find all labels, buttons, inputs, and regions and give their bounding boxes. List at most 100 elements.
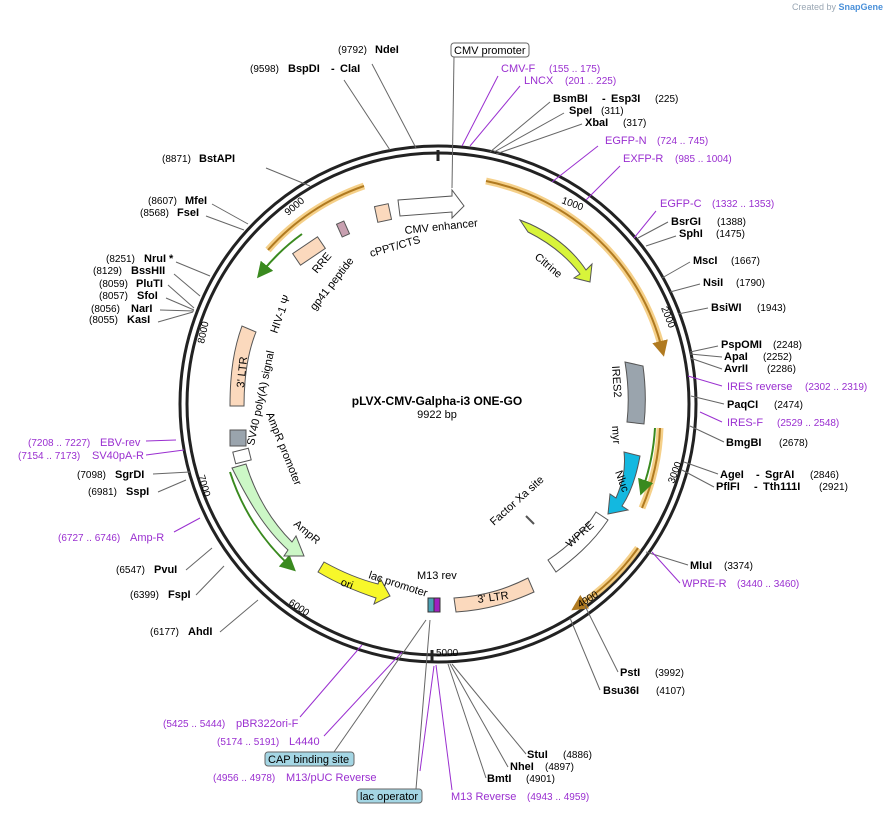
- enzyme-sep-dash: -: [602, 93, 606, 105]
- enzyme-name-clai: ClaI: [340, 63, 360, 75]
- label-ires2: IRES2: [609, 365, 623, 398]
- primer-pos-cmv-f: (155 .. 175): [549, 64, 600, 75]
- primer-name-ires-reverse: IRES reverse: [727, 381, 792, 393]
- enzyme-name-fsei: FseI: [177, 207, 199, 219]
- primer-name-cmv-f: CMV-F: [501, 63, 536, 75]
- callout-cmv-promoter: CMV promoter: [450, 42, 530, 189]
- enzyme-name-apai: ApaI: [724, 351, 748, 363]
- enzyme-name-nrui: NruI *: [144, 253, 174, 265]
- feature-citrine: [518, 218, 593, 283]
- primer-pos-m13-puc: (4956 .. 4978): [213, 773, 275, 784]
- enzyme-name-nhei: NheI: [510, 761, 534, 773]
- enzyme-name-pflfi: PflFI: [716, 481, 740, 493]
- enzyme-pos-bstapi: (8871): [162, 154, 191, 165]
- ring-tick: 8000: [196, 320, 211, 344]
- credit-prefix: Created by: [791, 2, 836, 12]
- enzyme-pos-mlui: (3374): [724, 561, 753, 572]
- enzyme-pos-ahdi: (6177): [150, 627, 179, 638]
- enzyme-name-bsshii: BssHII: [131, 265, 165, 277]
- label-3ltr-left: 3' LTR: [235, 356, 250, 388]
- enzyme-pos-kasi: (8055): [89, 315, 118, 326]
- enzymes-left: (9792) NdeI (9598) BspDI - ClaI (8871) B…: [77, 44, 399, 638]
- enzyme-name-psti: PstI: [620, 667, 640, 679]
- enzyme-name-pspomi: PspOMI: [721, 339, 762, 351]
- enzyme-pos-sphi: (1475): [716, 229, 745, 240]
- callout-cap-site: CAP binding site: [264, 619, 427, 767]
- enzyme-pos-xbai: (317): [623, 118, 646, 129]
- orf-arc-gag-line: [267, 185, 365, 251]
- feature-3ltr-left: [229, 325, 257, 407]
- enzyme-pos-pluti: (8059): [99, 279, 128, 290]
- enzyme-pos-bsiwi: (1943): [757, 303, 786, 314]
- enzyme-pos-pflfi: (2921): [819, 482, 848, 493]
- primer-name-ires-f: IRES-F: [727, 417, 763, 429]
- primer-name-wpre-r: WPRE-R: [682, 578, 727, 590]
- enzyme-sep-dash: -: [756, 469, 760, 481]
- enzyme-pos-pspomi: (2248): [773, 340, 802, 351]
- plasmid-name: pLVX-CMV-Galpha-i3 ONE-GO: [352, 394, 522, 408]
- enzyme-name-bsmbi: BsmBI: [553, 93, 588, 105]
- enzyme-pos-bspdi: (9598): [250, 64, 279, 75]
- ring-tick: 5000: [436, 648, 459, 659]
- enzyme-pos-bsu36i: (4107): [656, 686, 685, 697]
- primer-pos-wpre-r: (3440 .. 3460): [737, 579, 799, 590]
- primer-name-exfp-r: EXFP-R: [623, 153, 663, 165]
- label-myr: myr: [609, 425, 622, 444]
- primer-pos-ebv-rev: (7208 .. 7227): [28, 438, 90, 449]
- enzyme-name-nsii: NsiI: [703, 277, 723, 289]
- enzyme-pos-nsii: (1790): [736, 278, 765, 289]
- enzyme-pos-nrui: (8251): [106, 254, 135, 265]
- enzyme-name-ndei: NdeI: [375, 44, 399, 56]
- primer-pos-sv40pa-r: (7154 .. 7173): [18, 451, 80, 462]
- primer-pos-egfp-c: (1332 .. 1353): [712, 199, 774, 210]
- feature-m13-block: [433, 597, 441, 613]
- primer-pos-ires-reverse: (2302 .. 2319): [805, 382, 867, 393]
- enzyme-name-mfei: MfeI: [185, 195, 207, 207]
- enzyme-name-nari: NarI: [131, 303, 152, 315]
- feature-ampr-promoter: [232, 447, 252, 465]
- feature-factor-xa: [525, 515, 535, 525]
- primer-pos-exfp-r: (985 .. 1004): [675, 154, 732, 165]
- enzyme-pos-stui: (4886): [563, 750, 592, 761]
- enzyme-pos-agei: (2846): [810, 470, 839, 481]
- enzyme-pos-apai: (2252): [763, 352, 792, 363]
- enzyme-pos-bsrgi: (1388): [717, 217, 746, 228]
- primer-name-sv40pa-r: SV40pA-R: [92, 450, 144, 462]
- enzyme-name-kasi: KasI: [127, 314, 150, 326]
- feature-ires2: [624, 361, 646, 425]
- snapgene-logo: SnapGene: [838, 2, 883, 12]
- enzyme-pos-sspi: (6981): [88, 487, 117, 498]
- enzyme-pos-avrii: (2286): [767, 364, 796, 375]
- primer-name-m13-reverse: M13 Reverse: [451, 791, 516, 803]
- enzyme-name-pvui: PvuI: [154, 564, 177, 576]
- enzyme-pos-fspi: (6399): [130, 590, 159, 601]
- primer-name-pbr322ori: pBR322ori-F: [236, 718, 299, 730]
- enzyme-name-avrii: AvrII: [724, 363, 748, 375]
- ring-tick: 3000: [666, 460, 684, 485]
- primer-leader-lines: [145, 75, 723, 791]
- feature-wpre: [547, 511, 609, 573]
- feature-nluc: [607, 451, 641, 515]
- primer-pos-l4440: (5174 .. 5191): [217, 737, 279, 748]
- label-ori: ori: [339, 577, 355, 592]
- enzyme-name-bmgbi: BmgBI: [726, 437, 761, 449]
- enzyme-name-sfoi: SfoI: [137, 290, 158, 302]
- primer-name-amp-r: Amp-R: [130, 532, 164, 544]
- enzyme-name-tth111i: Tth111I: [763, 481, 800, 493]
- enzyme-name-mlui: MluI: [690, 560, 712, 572]
- feature-ori: [317, 561, 391, 605]
- feature-rre: [291, 236, 327, 266]
- enzyme-pos-psti: (3992): [655, 668, 684, 679]
- snapgene-credit: Created by SnapGene: [792, 2, 883, 12]
- label-ampr-promoter: AmpR promoter: [263, 411, 303, 488]
- enzyme-name-bsrgi: BsrGI: [671, 216, 701, 228]
- callout-lac-operator: lac operator: [356, 619, 431, 804]
- enzyme-pos-sgrdi: (7098): [77, 470, 106, 481]
- enzyme-pos-fsei: (8568): [140, 208, 169, 219]
- enzyme-name-esp3i: Esp3I: [611, 93, 640, 105]
- primer-name-egfp-c: EGFP-C: [660, 198, 702, 210]
- primer-pos-amp-r: (6727 .. 6746): [58, 533, 120, 544]
- enzyme-name-ahdi: AhdI: [188, 626, 212, 638]
- primer-pos-pbr322ori: (5425 .. 5444): [163, 719, 225, 730]
